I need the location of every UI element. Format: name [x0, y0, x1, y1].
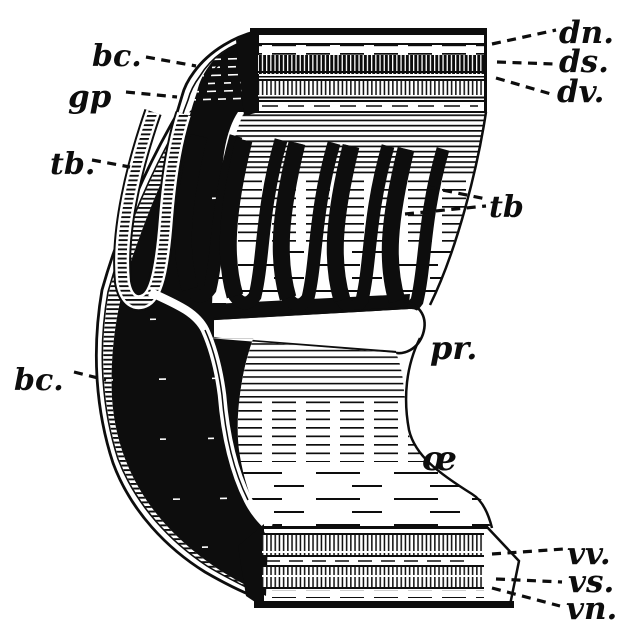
label-ds: ds.	[559, 44, 609, 80]
label-dn: dn.	[559, 15, 614, 51]
label-dv: dv.	[557, 74, 604, 110]
label-vs: vs.	[568, 564, 614, 600]
tongue-bar-loops	[174, 133, 450, 315]
label-vv: vv.	[567, 536, 611, 572]
label-bc-lower: bc.	[14, 363, 64, 398]
label-pr: pr.	[430, 329, 477, 367]
inner-separating-band	[148, 288, 273, 532]
pharynx-right-contour	[428, 111, 488, 306]
label-vn: vn.	[566, 591, 617, 627]
label-gp: gp	[68, 79, 112, 115]
ventral-body-wall-band	[238, 524, 521, 608]
label-oe: œ	[422, 439, 457, 479]
gill-pouch-loop	[113, 109, 193, 312]
label-tb-left: tb.	[50, 147, 95, 182]
leader-lines	[73, 28, 565, 608]
label-bc-upper: bc.	[92, 39, 142, 74]
dorsal-body-wall-band	[236, 28, 487, 116]
outer-body-contour	[94, 29, 259, 600]
label-tb-right: tb	[489, 190, 524, 225]
labels: bc. gp tb. bc. dn. ds. dv. tb pr. œ vv. …	[14, 15, 617, 627]
oesophagus-right-contour	[404, 337, 494, 529]
